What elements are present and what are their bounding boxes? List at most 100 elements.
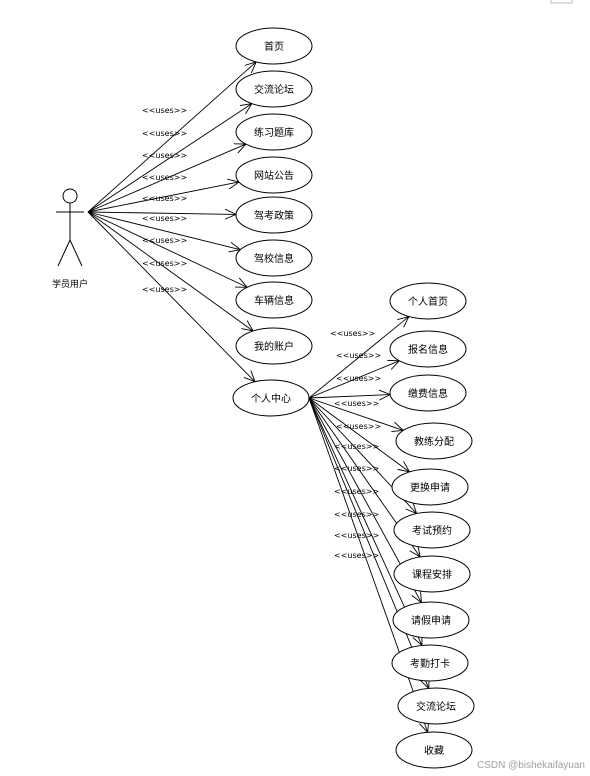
use-case-ellipse: [235, 327, 313, 365]
association-arrow: [308, 397, 422, 645]
use-case-ellipse: [235, 27, 313, 65]
actor-name: 学员用户: [52, 278, 88, 290]
actor-student-user[interactable]: 学员用户: [52, 188, 88, 290]
association-arrow: [308, 397, 429, 688]
association-arrow: [308, 397, 403, 430]
actor-right-leg: [69, 239, 83, 267]
frame-corner-mark: [550, 0, 573, 4]
use-case-center-forum[interactable]: 交流论坛: [397, 687, 475, 725]
association-arrow: [87, 62, 256, 213]
uses-stereotype-label: <<uses>>: [336, 422, 381, 431]
uses-stereotype-label: <<uses>>: [334, 442, 379, 451]
association-arrow: [87, 144, 246, 213]
actor-head: [62, 188, 78, 204]
association-arrow: [308, 395, 390, 398]
association-arrow: [308, 361, 399, 399]
use-case-home[interactable]: 首页: [235, 27, 313, 65]
use-case-payment-info[interactable]: 缴费信息: [389, 374, 467, 412]
uses-stereotype-label: <<uses>>: [330, 329, 375, 338]
use-case-favorites[interactable]: 收藏: [395, 731, 473, 769]
use-case-ellipse: [395, 731, 473, 769]
use-case-label: 交流论坛: [416, 700, 456, 713]
use-case-ellipse: [235, 70, 313, 108]
use-case-personal-home[interactable]: 个人首页: [389, 282, 467, 320]
use-case-ellipse: [235, 239, 313, 277]
uses-stereotype-label: <<uses>>: [334, 487, 379, 496]
use-case-label: 首页: [264, 40, 284, 53]
uses-stereotype-label: <<uses>>: [334, 551, 379, 560]
use-case-course-schedule[interactable]: 课程安排: [393, 555, 471, 593]
use-case-ellipse: [391, 468, 469, 506]
uses-stereotype-label: <<uses>>: [142, 285, 187, 294]
uses-stereotype-label: <<uses>>: [142, 173, 187, 182]
association-arrow: [87, 182, 239, 213]
use-case-vehicle-info[interactable]: 车辆信息: [235, 281, 313, 319]
use-case-registration-info[interactable]: 报名信息: [389, 330, 467, 368]
uses-stereotype-label: <<uses>>: [142, 259, 187, 268]
use-case-label: 课程安排: [412, 568, 452, 581]
use-case-site-notice[interactable]: 网站公告: [235, 156, 313, 194]
uses-stereotype-label: <<uses>>: [142, 236, 187, 245]
uses-stereotype-label: <<uses>>: [142, 214, 187, 223]
uses-stereotype-label: <<uses>>: [142, 194, 187, 203]
use-case-forum[interactable]: 交流论坛: [235, 70, 313, 108]
use-case-ellipse: [235, 196, 313, 234]
use-case-ellipse: [389, 330, 467, 368]
use-case-question-bank[interactable]: 练习题库: [235, 113, 313, 151]
use-case-ellipse: [392, 601, 470, 639]
use-case-label: 练习题库: [254, 126, 294, 139]
use-case-ellipse: [235, 156, 313, 194]
association-arrow: [87, 212, 236, 214]
watermark: CSDN @bishekaifayuan: [477, 760, 585, 771]
use-case-label: 个人中心: [251, 392, 291, 405]
use-case-label: 请假申请: [411, 614, 451, 627]
use-case-label: 驾考政策: [254, 209, 294, 222]
use-case-ellipse: [389, 374, 467, 412]
use-case-label: 个人首页: [408, 295, 448, 308]
use-case-school-info[interactable]: 驾校信息: [235, 239, 313, 277]
uses-stereotype-label: <<uses>>: [334, 464, 379, 473]
association-arrow: [87, 211, 255, 382]
use-case-label: 考试预约: [412, 524, 452, 537]
use-case-exam-booking[interactable]: 考试预约: [393, 511, 471, 549]
use-case-attendance-checkin[interactable]: 考勤打卡: [391, 644, 469, 682]
association-arrow: [87, 211, 247, 287]
association-arrow: [87, 104, 252, 213]
uses-stereotype-label: <<uses>>: [334, 399, 379, 408]
association-arrow: [308, 397, 409, 472]
use-case-label: 驾校信息: [254, 252, 294, 265]
association-arrow: [87, 211, 240, 250]
uses-stereotype-label: <<uses>>: [142, 106, 187, 115]
use-case-leave-request[interactable]: 请假申请: [392, 601, 470, 639]
use-case-ellipse: [393, 555, 471, 593]
use-case-personal-center[interactable]: 个人中心: [232, 379, 310, 417]
use-case-ellipse: [235, 281, 313, 319]
use-case-my-account[interactable]: 我的账户: [235, 327, 313, 365]
use-case-ellipse: [389, 282, 467, 320]
use-case-label: 收藏: [424, 744, 444, 757]
use-case-ellipse: [232, 379, 310, 417]
use-case-ellipse: [391, 644, 469, 682]
use-case-label: 考勤打卡: [410, 657, 450, 670]
uses-stereotype-label: <<uses>>: [336, 351, 381, 360]
use-case-exam-policy[interactable]: 驾考政策: [235, 196, 313, 234]
use-case-ellipse: [235, 113, 313, 151]
use-case-label: 缴费信息: [408, 387, 448, 400]
actor-left-leg: [57, 239, 71, 267]
association-arrow: [308, 317, 409, 399]
uses-stereotype-label: <<uses>>: [142, 129, 187, 138]
use-case-ellipse: [393, 511, 471, 549]
use-case-label: 网站公告: [254, 169, 294, 182]
use-case-nodes: 首页交流论坛练习题库网站公告驾考政策驾校信息车辆信息我的账户个人中心个人首页报名…: [232, 27, 475, 769]
use-case-coach-assignment[interactable]: 教练分配: [395, 422, 473, 460]
use-case-ellipse: [397, 687, 475, 725]
association-arrow: [87, 211, 253, 331]
use-case-change-request[interactable]: 更换申请: [391, 468, 469, 506]
use-case-label: 我的账户: [254, 340, 294, 353]
use-case-label: 更换申请: [410, 481, 450, 494]
use-case-label: 教练分配: [414, 435, 454, 448]
use-case-ellipse: [395, 422, 473, 460]
uses-stereotype-label: <<uses>>: [142, 151, 187, 160]
use-case-label: 交流论坛: [254, 83, 294, 96]
